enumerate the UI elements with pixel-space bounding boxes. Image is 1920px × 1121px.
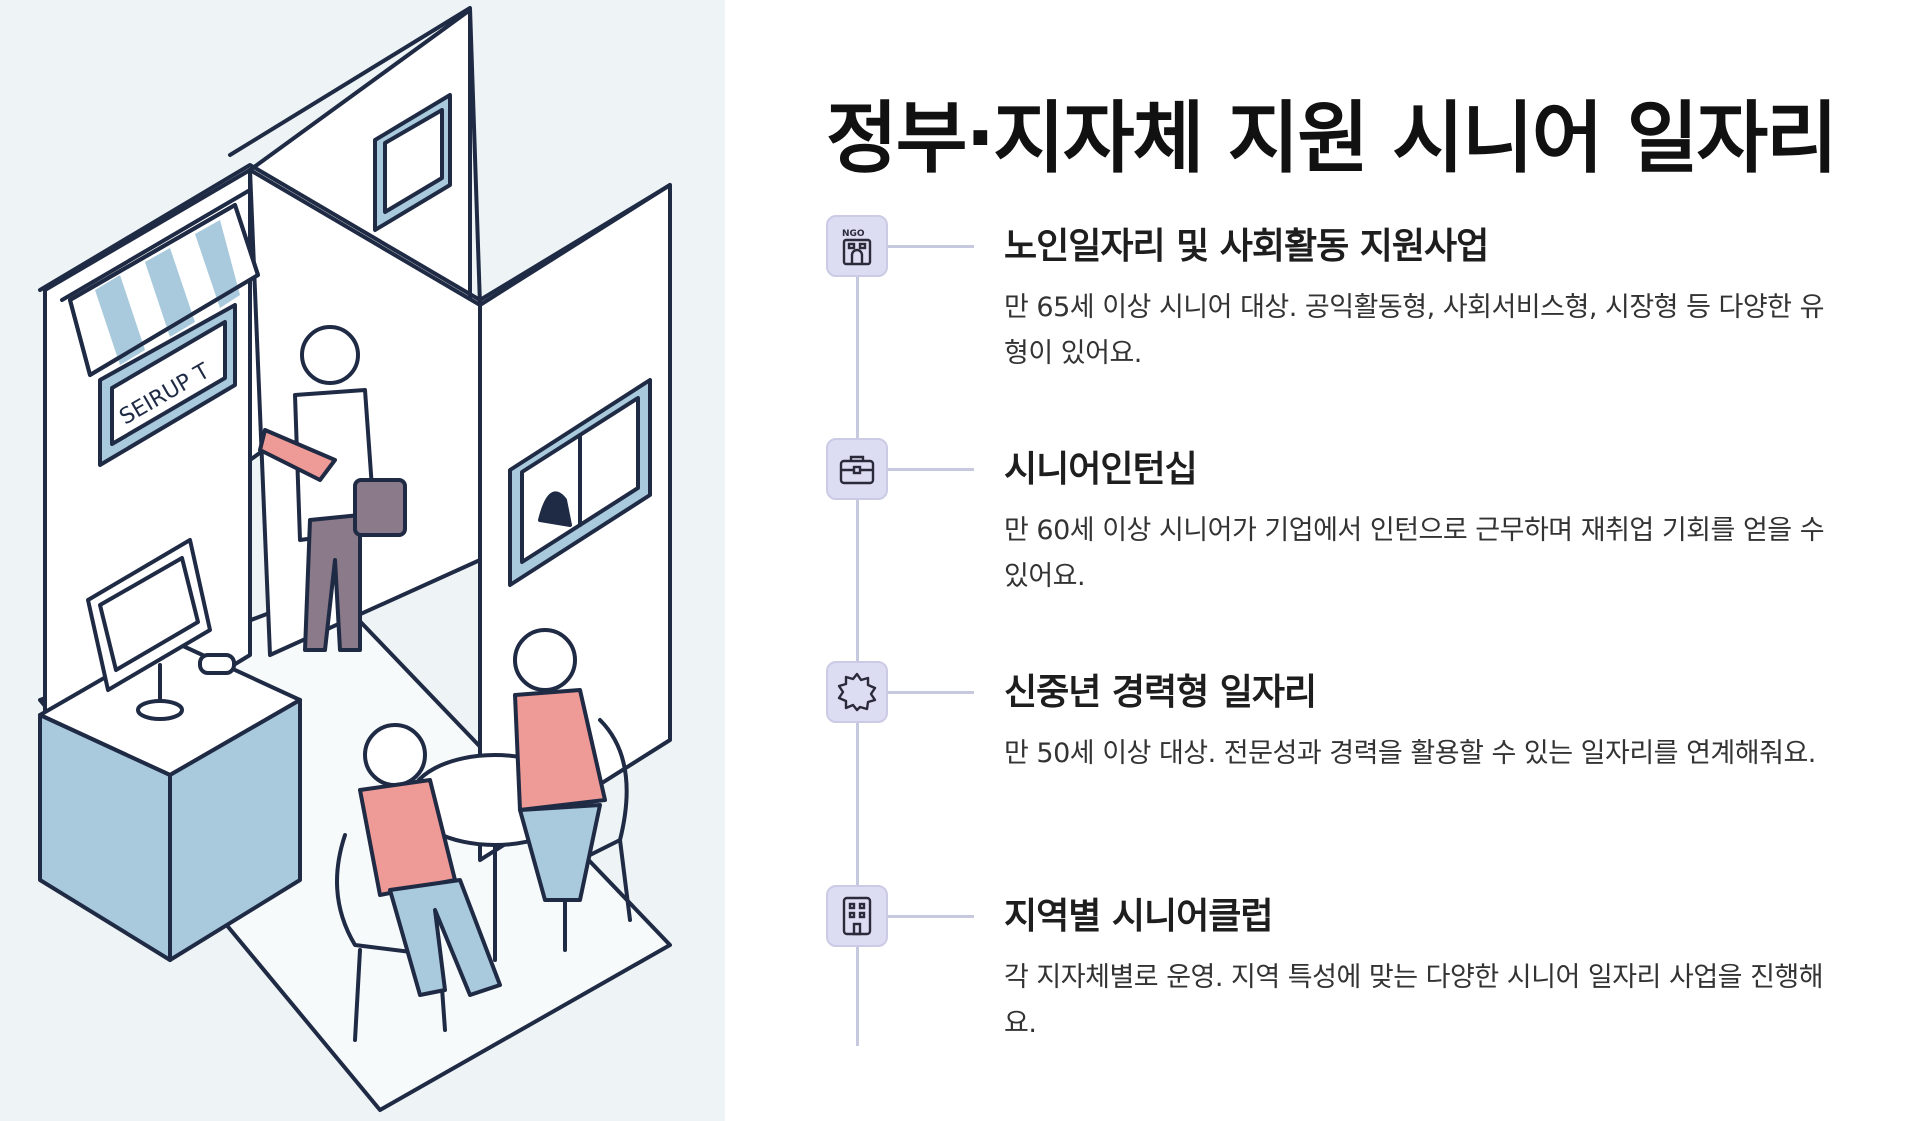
timeline-connector [888,691,974,694]
timeline-item: 신중년 경력형 일자리 만 50세 이상 대상. 전문성과 경력을 활용할 수 … [826,661,1886,861]
timeline-item: NGO 노인일자리 및 사회활동 지원사업 만 65세 이상 시니어 대상. 공… [826,215,1886,415]
timeline-item: 지역별 시니어클럽 각 지자체별로 운영. 지역 특성에 맞는 다양한 시니어 … [826,885,1886,1085]
ngo-building-icon: NGO [826,215,888,277]
item-title: 노인일자리 및 사회활동 지원사업 [1004,226,1489,267]
office-building-icon [826,885,888,947]
item-description: 만 65세 이상 시니어 대상. 공익활동형, 사회서비스형, 시장형 등 다양… [1004,292,1824,369]
item-title: 신중년 경력형 일자리 [1004,672,1317,713]
timeline-item: 시니어인턴십 만 60세 이상 시니어가 기업에서 인턴으로 근무하며 재취업 … [826,438,1886,638]
item-title: 지역별 시니어클럽 [1004,896,1273,937]
item-description: 각 지자체별로 운영. 지역 특성에 맞는 다양한 시니어 일자리 사업을 진행… [1004,962,1824,1039]
main-content: 정부·지자체 지원 시니어 일자리 NGO 노인일자리 및 사회활동 지원사업 … [826,0,1886,1121]
booth-illustration-svg: SEIRUP T [38,6,672,1112]
item-title: 시니어인턴십 [1004,449,1198,490]
briefcase-icon [826,438,888,500]
svg-text:NGO: NGO [842,229,865,239]
timeline-line [856,238,859,1046]
booth-illustration: SEIRUP T [0,0,725,1121]
timeline-connector [888,245,974,248]
item-description: 만 50세 이상 대상. 전문성과 경력을 활용할 수 있는 일자리를 연계해줘… [1004,738,1816,769]
timeline-connector [888,915,974,918]
page-title: 정부·지자체 지원 시니어 일자리 [826,94,1838,184]
timeline-connector [888,468,974,471]
badge-icon [826,661,888,723]
item-description: 만 60세 이상 시니어가 기업에서 인턴으로 근무하며 재취업 기회를 얻을 … [1004,515,1825,592]
